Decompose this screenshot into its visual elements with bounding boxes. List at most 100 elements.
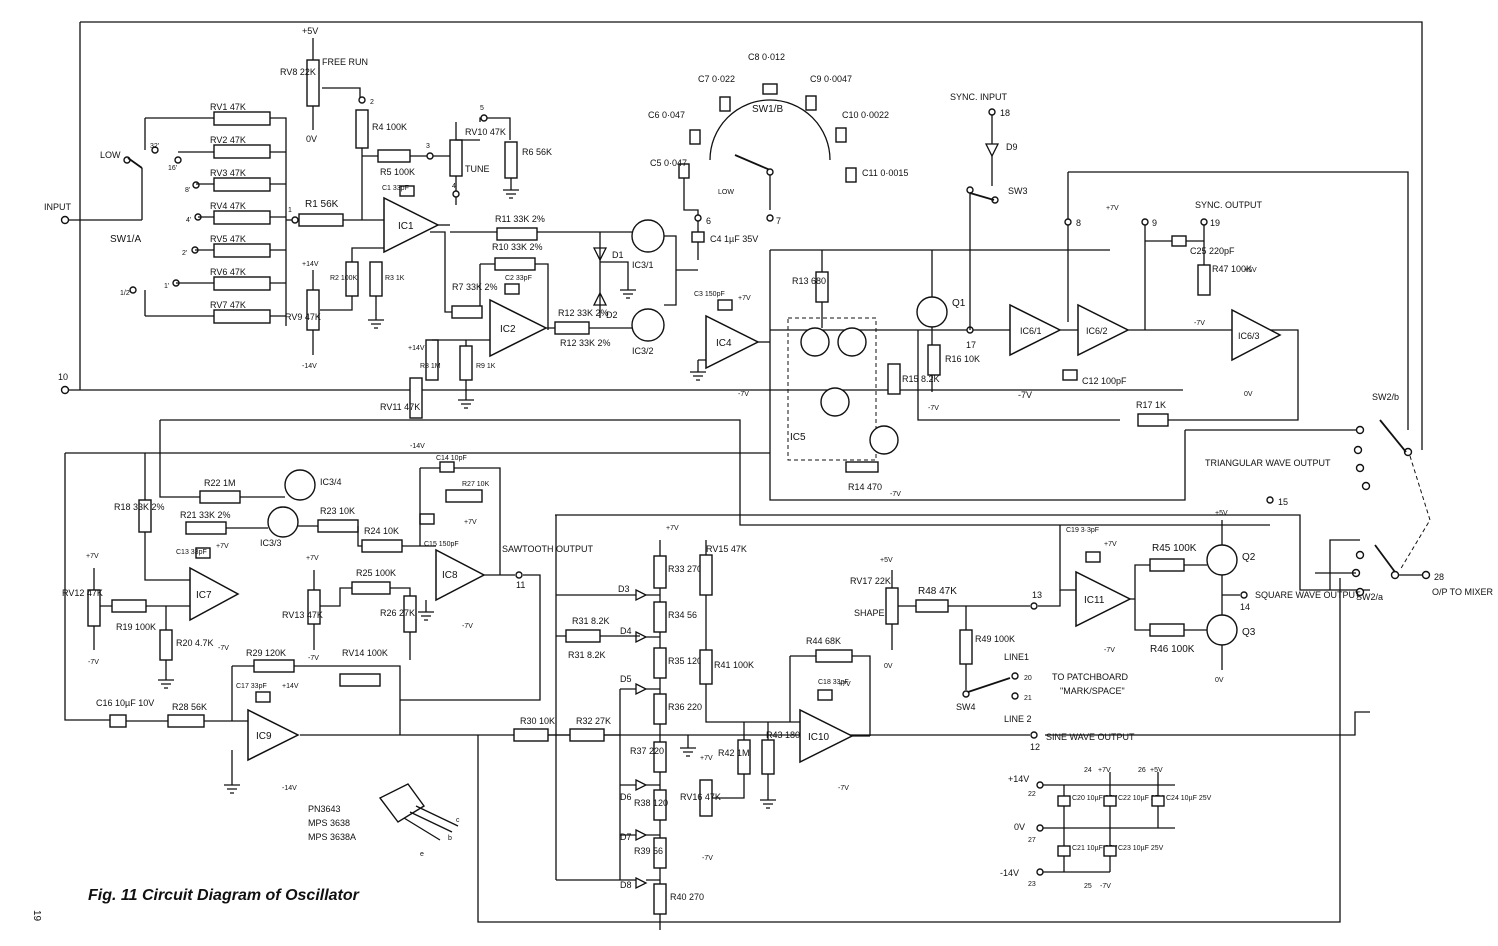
- r29: [253, 659, 295, 673]
- rv4: [213, 210, 271, 225]
- c16: [109, 714, 127, 728]
- terminal-7[interactable]: [766, 214, 774, 222]
- rv15-label: RV15 47K: [706, 544, 747, 554]
- terminal-9[interactable]: [1141, 218, 1149, 226]
- c20: [1057, 795, 1071, 807]
- terminal-28[interactable]: [1421, 570, 1431, 580]
- sw2a-contact-3[interactable]: [1355, 587, 1365, 597]
- r1: [298, 213, 344, 227]
- rv6: [213, 276, 271, 291]
- r36-label: R36 220: [668, 702, 702, 712]
- terminal-11[interactable]: [515, 571, 523, 579]
- c7: [719, 96, 731, 112]
- c5-label: C5 0·047: [650, 158, 687, 168]
- r9: [459, 345, 473, 381]
- terminal-5[interactable]: [480, 114, 488, 122]
- c7-label: C7 0·022: [698, 74, 735, 84]
- sw2b-common[interactable]: [1403, 447, 1413, 457]
- terminal-3[interactable]: [426, 152, 434, 160]
- d8: [635, 876, 648, 890]
- sw1b-label: SW1/B: [752, 104, 783, 115]
- ic11-supply: +7V: [1104, 541, 1117, 548]
- r46-label: R46 100K: [1150, 644, 1195, 655]
- rv16-supply: +7V: [700, 755, 713, 762]
- to-mixer-label: O/P TO MIXER: [1432, 587, 1494, 597]
- terminal-27[interactable]: [1036, 824, 1044, 832]
- range-label-1: 1': [164, 283, 169, 290]
- d6: [635, 778, 648, 792]
- c24-label: C24 10µF 25V: [1166, 795, 1212, 802]
- line2-label: LINE 2: [1004, 714, 1032, 724]
- terminal-22[interactable]: [1036, 781, 1044, 789]
- r22-label: R22 1M: [204, 478, 236, 488]
- sw2a-contact-1[interactable]: [1355, 550, 1365, 560]
- ic2: [489, 298, 548, 358]
- ic3-2-label: IC3/2: [632, 346, 654, 356]
- terminal-10[interactable]: [60, 385, 70, 395]
- terminal-23[interactable]: [1036, 868, 1044, 876]
- terminal-18[interactable]: [988, 108, 996, 116]
- terminal-14[interactable]: [1240, 591, 1248, 599]
- sw2a-lever[interactable]: [1374, 544, 1396, 573]
- ic5-tr-b: [837, 327, 867, 357]
- sw1a-lever[interactable]: [127, 157, 143, 169]
- input-terminal[interactable]: [60, 215, 70, 225]
- r31-value: R31 8.2K: [568, 650, 606, 660]
- ic9-supply: +14V: [282, 683, 299, 690]
- terminal-1[interactable]: [291, 216, 299, 224]
- rv7: [213, 309, 271, 324]
- c23: [1103, 845, 1117, 857]
- terminal-8[interactable]: [1064, 218, 1072, 226]
- ic10-label: IC10: [808, 732, 830, 743]
- sw2b-contact-3[interactable]: [1355, 463, 1365, 473]
- c22: [1103, 795, 1117, 807]
- rv17: [885, 587, 899, 625]
- rv8-ground: 0V: [306, 134, 317, 144]
- r26-label: R26 27K: [380, 608, 415, 618]
- c3: [717, 299, 733, 311]
- rv4-label: RV4 47K: [210, 201, 246, 211]
- r8-label: R8 1M: [420, 363, 441, 370]
- terminal-13[interactable]: [1030, 602, 1038, 610]
- sw2b-lever[interactable]: [1379, 419, 1407, 453]
- ic6-section: SYNC. INPUT 18 D9 SW3 IC6/1 -7V IC6/2 C1…: [950, 92, 1282, 427]
- range-contact-32[interactable]: [151, 146, 159, 154]
- terminal-19[interactable]: [1200, 218, 1208, 226]
- terminal-4[interactable]: [452, 190, 460, 198]
- range-contact-half[interactable]: [129, 286, 137, 294]
- sw2b-contact-2[interactable]: [1353, 445, 1363, 455]
- terminal-19-label: 19: [1210, 218, 1220, 228]
- sw2b-contact-4[interactable]: [1361, 481, 1371, 491]
- range-contact-8[interactable]: [192, 181, 200, 189]
- supply-p7: +7V: [1098, 767, 1111, 774]
- sw4-common[interactable]: [962, 690, 970, 698]
- range-label-32: 32': [150, 143, 159, 150]
- ic3-3: [267, 506, 299, 538]
- range-contact-16[interactable]: [174, 156, 182, 164]
- sw4-line1[interactable]: [1011, 672, 1019, 680]
- ic3-1: [631, 219, 665, 253]
- sw4-lever[interactable]: [967, 677, 1011, 693]
- terminal-6[interactable]: [694, 214, 702, 222]
- sw2b-contact-1[interactable]: [1355, 425, 1365, 435]
- r47-label: R47 100K: [1212, 264, 1252, 274]
- sw4-line2[interactable]: [1011, 692, 1019, 700]
- terminal-2[interactable]: [358, 96, 366, 104]
- terminal-12[interactable]: [1030, 731, 1038, 739]
- terminal-7-label: 7: [776, 216, 781, 226]
- ground-icon: [680, 735, 696, 757]
- ic6-3-supply: +5V: [1244, 267, 1257, 274]
- input-label: INPUT: [44, 202, 72, 212]
- rv3: [213, 177, 271, 192]
- sw2a-common[interactable]: [1390, 570, 1400, 580]
- q2: [1206, 544, 1238, 576]
- d9: [984, 143, 1000, 158]
- sw3-contact[interactable]: [966, 186, 974, 194]
- sw1b-common[interactable]: [766, 168, 774, 176]
- sw1b-lever[interactable]: [734, 154, 771, 171]
- q3: [1206, 614, 1238, 646]
- r37-label: R37 220: [630, 746, 664, 756]
- c15-label: C15 150pF: [424, 541, 459, 548]
- sw3-lever[interactable]: [969, 192, 995, 201]
- terminal-15[interactable]: [1266, 496, 1274, 504]
